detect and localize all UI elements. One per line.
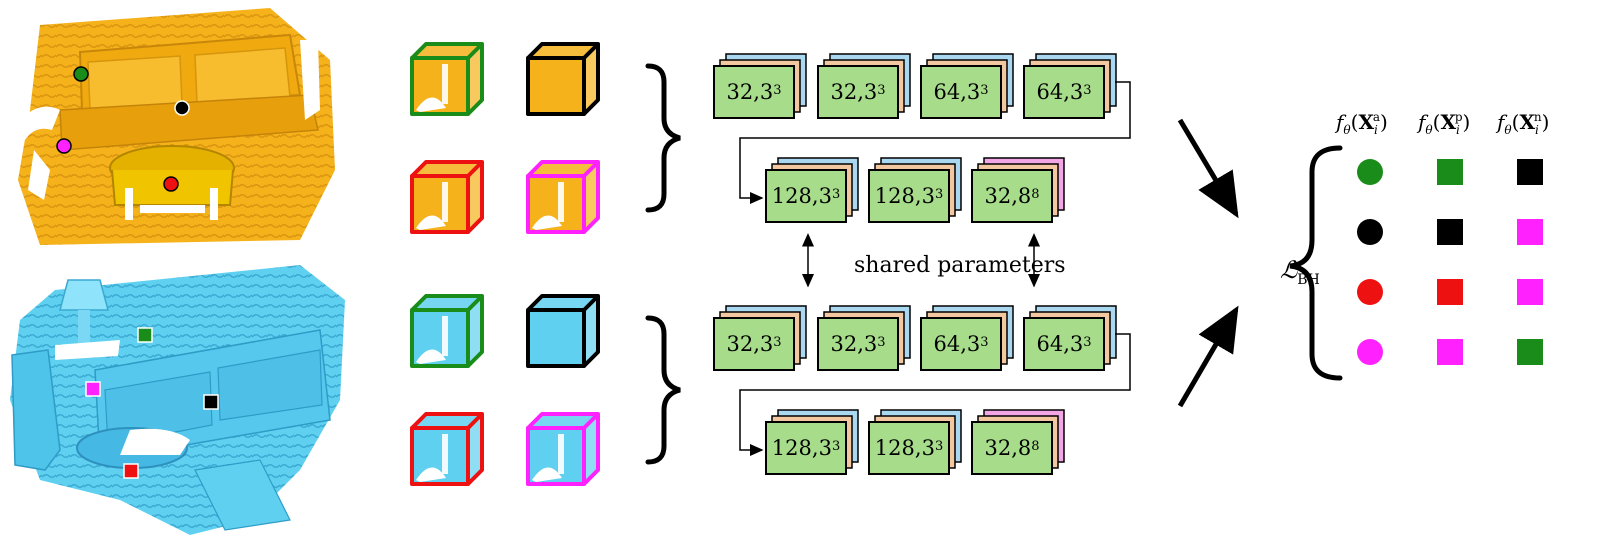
top-to-loss-arrow	[1177, 118, 1239, 219]
triplet-grid	[1357, 159, 1543, 365]
cube-orange-green	[410, 42, 484, 116]
negative-green-square	[1517, 339, 1543, 365]
cube-orange-black	[526, 42, 600, 116]
positive-magenta-square	[1437, 339, 1463, 365]
loss-symbol: ℒ	[1280, 256, 1298, 284]
bottom-layer-row2-3	[971, 409, 1065, 475]
flow-lines	[739, 81, 1131, 456]
keypoint-red	[163, 176, 179, 192]
positive-red-square	[1437, 279, 1463, 305]
top-layer-row1-2	[817, 53, 911, 119]
top-layer-row2-3	[971, 157, 1065, 223]
anchor-red-circle	[1357, 279, 1383, 305]
orange-scene-keypoints	[56, 66, 190, 192]
negative-black-square	[1517, 159, 1543, 185]
cube-orange-magenta	[526, 160, 600, 234]
keypoint-green-square	[137, 327, 153, 343]
positive-black-square	[1437, 219, 1463, 245]
top-layer-row1-4	[1023, 53, 1117, 119]
keypoint-black	[174, 100, 190, 116]
blue-scene-keypoints	[85, 327, 219, 479]
keypoint-red-square	[123, 463, 139, 479]
bottom-layer-row1-3	[920, 305, 1014, 371]
shared-parameters-label: shared parameters	[854, 253, 1066, 278]
negative-magenta-square	[1517, 219, 1543, 245]
network-braces	[645, 63, 1343, 465]
loss-label: ℒBH	[1280, 256, 1320, 288]
descriptor-header-1: fθ(Xia)	[1336, 110, 1388, 137]
loss-arrows	[1177, 118, 1239, 408]
cube-orange-red	[410, 160, 484, 234]
bottom-input-brace	[645, 315, 681, 465]
cube-blue-magenta	[526, 412, 600, 486]
anchor-green-circle	[1357, 159, 1383, 185]
top-layer-row2-1	[765, 157, 859, 223]
network-layers	[713, 53, 1117, 475]
bottom-layer-row1-2	[817, 305, 911, 371]
negative-magenta-square	[1517, 279, 1543, 305]
top-input-brace	[645, 63, 681, 213]
keypoint-magenta	[56, 138, 72, 154]
anchor-black-circle	[1357, 219, 1383, 245]
output-brace	[1289, 145, 1343, 381]
anchor-magenta-circle	[1357, 339, 1383, 365]
bottom-flow-connector	[739, 333, 1131, 456]
keypoint-magenta-square	[85, 381, 101, 397]
positive-green-square	[1437, 159, 1463, 185]
bottom-to-loss-arrow	[1177, 305, 1239, 408]
descriptor-header-3: fθ(Xin)	[1497, 110, 1550, 137]
descriptor-header-2: fθ(Xip)	[1418, 110, 1471, 137]
loss-subscript: BH	[1297, 271, 1320, 288]
blue-scene-scan	[10, 265, 345, 535]
top-layer-row1-1	[713, 53, 807, 119]
patch-cubes	[410, 42, 600, 486]
bottom-layer-row2-1	[765, 409, 859, 475]
top-layer-row1-3	[920, 53, 1014, 119]
bottom-layer-row1-4	[1023, 305, 1117, 371]
bottom-layer-row1-1	[713, 305, 807, 371]
top-layer-row2-2	[868, 157, 962, 223]
keypoint-green	[73, 66, 89, 82]
keypoint-black-square	[203, 394, 219, 410]
top-flow-connector	[739, 81, 1131, 204]
orange-scene-scan	[18, 8, 335, 245]
cube-blue-black	[526, 294, 600, 368]
cube-blue-red	[410, 412, 484, 486]
bottom-layer-row2-2	[868, 409, 962, 475]
cube-blue-green	[410, 294, 484, 368]
